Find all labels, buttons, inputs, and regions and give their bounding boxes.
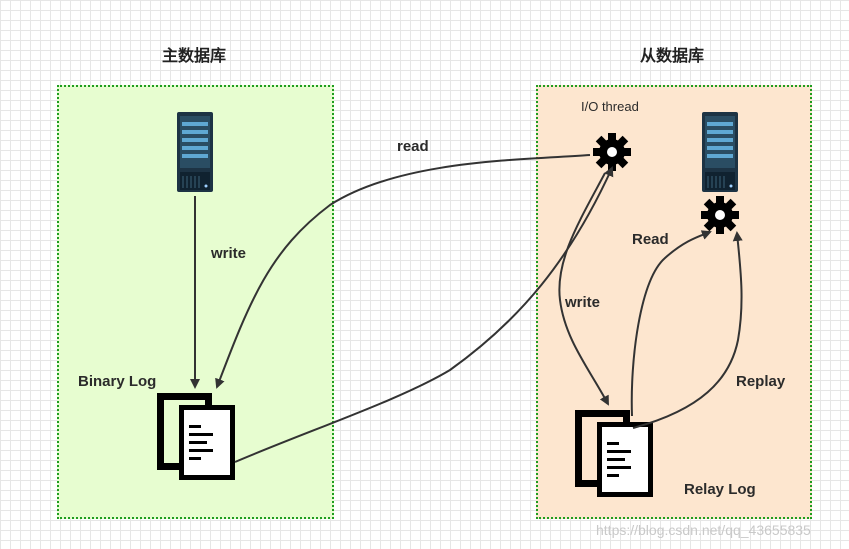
replay-arrow [632,231,743,429]
relay-log-document-icon [575,410,651,495]
io-write-relay-arrow [558,172,609,406]
io-thread-gear-icon [593,133,631,171]
slave-database-title: 从数据库 [640,48,705,65]
read-binlog-arrow [215,154,591,389]
binary-log-label: Binary Log [78,373,157,390]
relay-log-label: Relay Log [684,481,756,498]
read-label: read [397,138,429,155]
sql-read-label: Read [632,231,669,248]
master-database-title: 主数据库 [162,48,227,65]
sql-thread-read-arrow [630,230,712,417]
master-server-icon [176,111,214,193]
binlog-to-io-thread-arrow [234,166,614,463]
replay-label: Replay [736,373,786,390]
io-thread-label: I/O thread [581,99,639,114]
slave-server-icon [701,111,739,193]
watermark: https://blog.csdn.net/qq_43655835 [596,522,811,538]
master-write-label: write [211,245,247,262]
sql-thread-gear-icon [701,196,739,234]
binary-log-document-icon [157,393,233,478]
slave-write-label: write [565,294,601,311]
